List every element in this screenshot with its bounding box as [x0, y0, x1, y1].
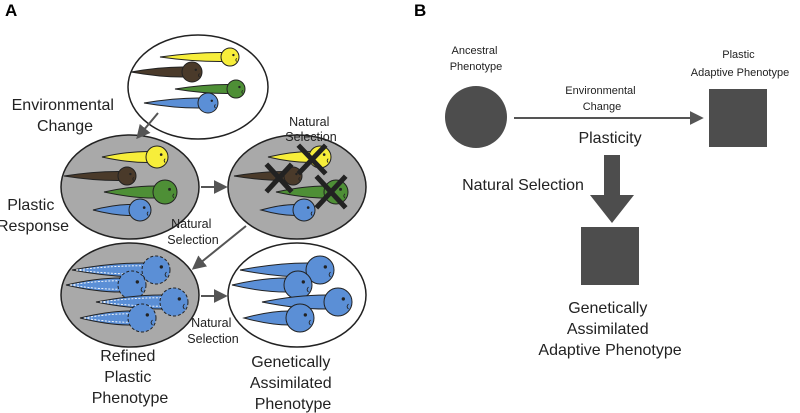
tadpole-icon — [242, 303, 315, 333]
ancestral-phenotype-circle — [445, 86, 507, 148]
tadpole-icon — [231, 270, 313, 300]
tadpole-icon — [143, 92, 219, 114]
cross-icon — [314, 174, 348, 210]
label-natural-selection-bottom: Natural Selection — [187, 316, 238, 346]
label-natural-selection-top: Natural Selection — [285, 115, 336, 144]
label-natural-selection-b: Natural Selection — [462, 177, 584, 194]
label-ancestral-phenotype: Ancestral Phenotype — [450, 45, 503, 73]
arrow-env-change — [136, 112, 159, 140]
tadpole-icon — [261, 287, 353, 317]
arrow-down — [590, 155, 634, 223]
label-natural-selection-mid: Natural Selection — [167, 217, 218, 247]
label-genetically-assimilated-phenotype: Genetically Assimilated Phenotype — [250, 354, 336, 413]
assimilated-phenotype-square — [581, 227, 639, 285]
label-environmental-change: Environmental Change — [12, 97, 119, 135]
label-refined-plastic-phenotype: Refined Plastic Phenotype — [92, 348, 169, 407]
panel-b-letter: B — [414, 1, 426, 20]
tadpole-icon — [63, 166, 137, 186]
tadpole-icon — [275, 179, 349, 205]
cross-icon — [296, 143, 328, 176]
tadpole-icon — [130, 61, 203, 83]
ellipse-selection — [227, 134, 367, 240]
tadpole-icon — [174, 79, 246, 99]
tadpole-icon — [101, 145, 169, 169]
tadpole-icon — [259, 198, 316, 222]
panel-a-letter: A — [5, 1, 17, 20]
label-genetically-assimilated-adaptive-phenotype: Genetically Assimilated Adaptive Phenoty… — [538, 300, 681, 359]
ellipse-ancestral — [127, 34, 269, 140]
tadpole-icon — [159, 47, 240, 67]
label-plastic-response: Plastic Response — [0, 197, 69, 235]
ellipse-assimilated — [227, 242, 367, 348]
ellipse-refined-plastic — [60, 242, 200, 348]
label-plasticity: Plasticity — [578, 130, 641, 147]
ellipse-plastic-response — [60, 134, 200, 240]
tadpole-icon — [103, 179, 178, 205]
plastic-adaptive-phenotype-square — [709, 89, 767, 147]
cross-icon — [264, 162, 294, 194]
tadpole-icon — [65, 270, 147, 300]
label-plastic-adaptive-phenotype: Plastic Adaptive Phenotype — [691, 49, 789, 79]
arrow-selection-to-refined — [191, 225, 247, 270]
tadpole-icon — [92, 198, 152, 222]
tadpole-icon — [79, 303, 157, 333]
label-environmental-change-b: Environmental Change — [565, 85, 638, 113]
